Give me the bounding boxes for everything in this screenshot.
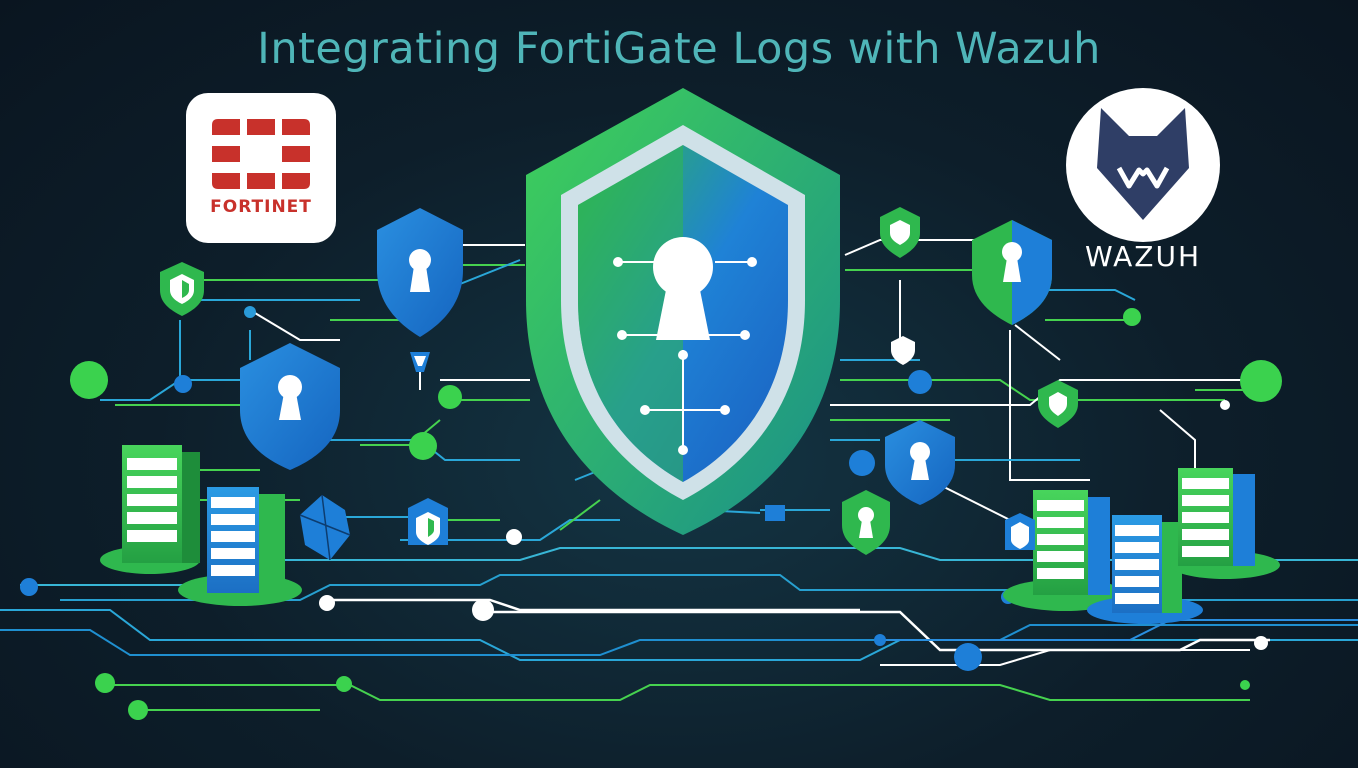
server-rack-icon (178, 487, 302, 606)
wazuh-logo (1066, 88, 1220, 242)
central-shield-keyhole-icon (526, 88, 840, 535)
server-rack-icon (1087, 515, 1203, 624)
shield-keyhole-icon (885, 420, 955, 505)
shield-keyhole-icon (377, 208, 463, 337)
connector-icon (765, 505, 785, 521)
server-rack-icon (1003, 490, 1127, 611)
shield-keyhole-icon (842, 490, 890, 555)
shield-badge-icon (408, 498, 448, 545)
page-title: Integrating FortiGate Logs with Wazuh (257, 24, 1101, 74)
filter-funnel-icon (410, 352, 430, 372)
shield-check-icon (891, 336, 915, 365)
wazuh-wolf-icon (1097, 108, 1189, 220)
fortinet-wordmark: FORTINET (210, 197, 312, 217)
server-rack-icon (1170, 468, 1280, 579)
fortinet-logo: FORTINET (186, 93, 336, 243)
crystal-icon (299, 494, 351, 561)
wazuh-wordmark: WAZUH (1084, 240, 1202, 273)
shield-badge-icon (1005, 513, 1035, 550)
shield-check-icon (1038, 380, 1078, 428)
fortinet-grid-icon (212, 119, 310, 189)
shield-keyhole-icon (240, 343, 340, 470)
server-rack-icon (100, 445, 200, 574)
shield-check-icon (880, 207, 920, 258)
shield-keyhole-icon (972, 220, 1052, 325)
shield-check-icon (160, 262, 204, 316)
